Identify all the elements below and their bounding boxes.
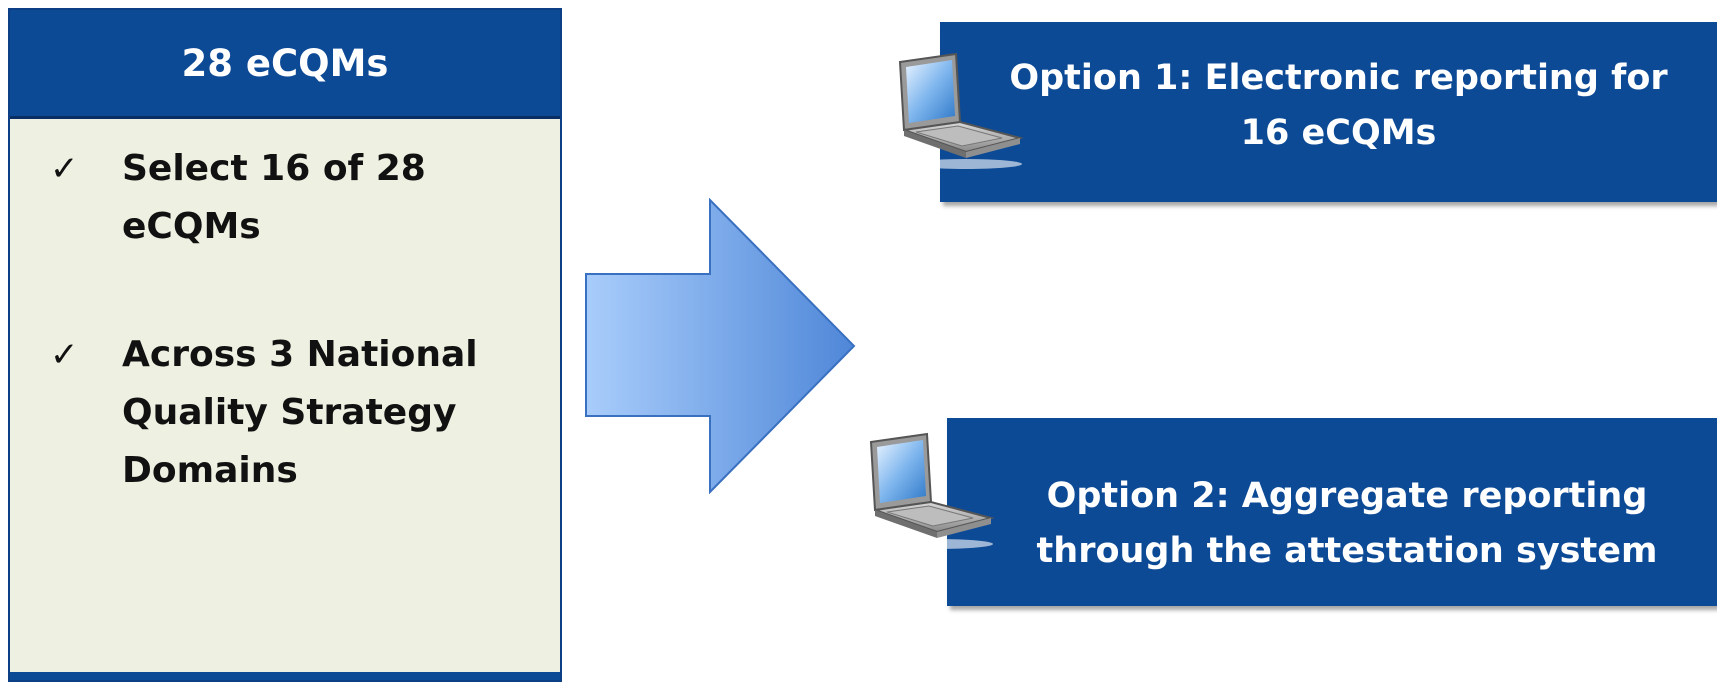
option-2-box: Option 2: Aggregate reporting through th… xyxy=(947,418,1717,606)
checkmark-icon: ✓ xyxy=(50,149,79,189)
right-arrow-icon xyxy=(585,198,856,494)
ecqm-panel: 28 eCQMs ✓ Select 16 of 28 eCQMs ✓ Acros… xyxy=(8,8,562,682)
criteria-item: ✓ Across 3 National Quality Strategy Dom… xyxy=(10,326,560,500)
option-2-text: Option 2: Aggregate reporting through th… xyxy=(1036,476,1658,571)
laptop-icon xyxy=(898,52,1024,169)
panel-footer-bar xyxy=(10,672,560,680)
criteria-item: ✓ Select 16 of 28 eCQMs xyxy=(10,140,560,256)
laptop-icon xyxy=(869,432,995,549)
panel-title: 28 eCQMs xyxy=(10,10,560,119)
checkmark-icon: ✓ xyxy=(50,335,79,375)
criteria-text: Across 3 National Quality Strategy Domai… xyxy=(122,334,478,491)
criteria-list: ✓ Select 16 of 28 eCQMs ✓ Across 3 Natio… xyxy=(10,140,560,500)
option-1-box: Option 1: Electronic reporting for 16 eC… xyxy=(940,22,1717,202)
criteria-text: Select 16 of 28 eCQMs xyxy=(122,148,426,247)
option-1-text: Option 1: Electronic reporting for 16 eC… xyxy=(1009,58,1668,153)
